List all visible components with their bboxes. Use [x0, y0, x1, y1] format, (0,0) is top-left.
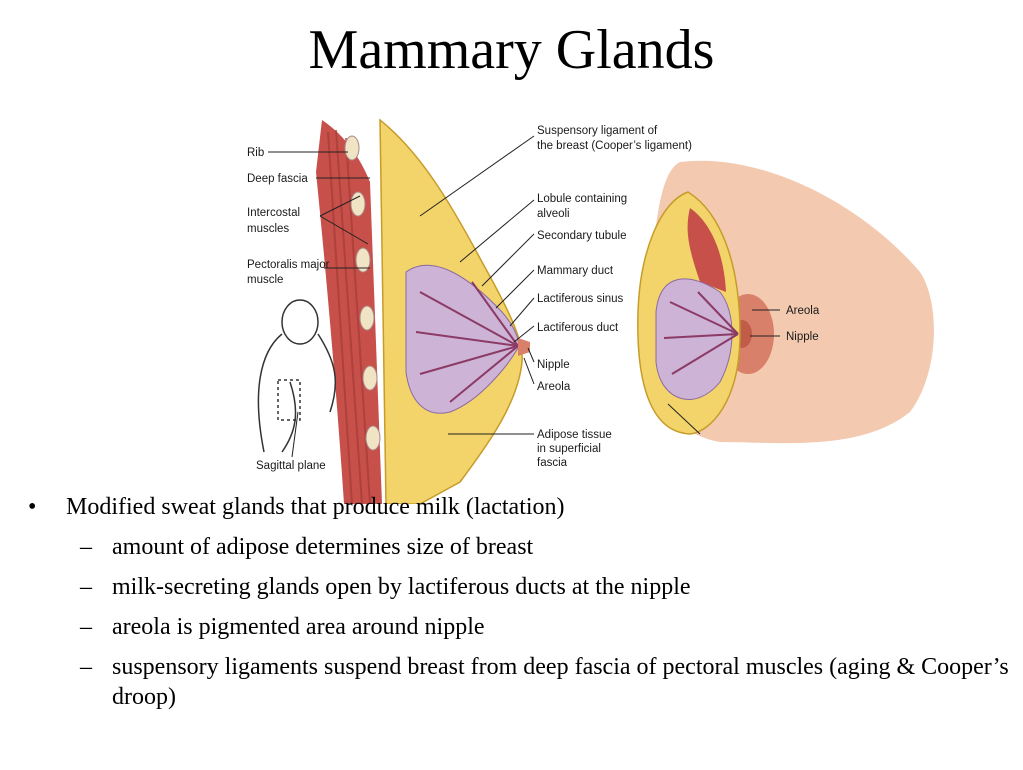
sub-bullet-text: suspensory ligaments suspend breast from… — [112, 654, 1009, 710]
bullet-text: Modified sweat glands that produce milk … — [66, 494, 565, 520]
sub-bullet-text: amount of adipose determines size of bre… — [112, 534, 534, 560]
sub-bullet-marker: – — [80, 614, 92, 640]
sub-bullet-item: – suspensory ligaments suspend breast fr… — [26, 652, 1016, 712]
label-adipose-3: fascia — [537, 457, 568, 469]
label-intercostal: Intercostal — [247, 207, 300, 219]
bullet-list: • Modified sweat glands that produce mil… — [26, 492, 1016, 712]
cutaway-ducts — [663, 291, 739, 375]
nipple-shape — [518, 338, 530, 356]
label-mammary-duct: Mammary duct — [537, 265, 614, 277]
lactiferous-ducts — [415, 281, 519, 403]
label-lobule-2: alveoli — [537, 208, 570, 220]
label-pectoralis: Pectoralis major — [247, 259, 330, 271]
label-lactiferous-sinus: Lactiferous sinus — [537, 293, 624, 305]
rib-shape — [355, 247, 371, 273]
rib-shape — [362, 365, 378, 391]
label-nipple: Nipple — [537, 359, 570, 371]
breast-anatomy-figure: Rib Deep fascia Intercostal muscles Pect… — [247, 118, 934, 504]
slide-title: Mammary Glands — [308, 19, 715, 81]
label-secondary-tubule: Secondary tubule — [537, 230, 627, 242]
label-adipose: Adipose tissue — [537, 429, 612, 441]
bullet-item: • Modified sweat glands that produce mil… — [26, 492, 1016, 522]
muscle-striations — [327, 129, 371, 504]
label-areola: Areola — [537, 381, 571, 393]
label-adipose-2: in superficial — [537, 443, 601, 455]
sagittal-silhouette — [257, 299, 337, 453]
rib-shape — [344, 135, 360, 161]
label-nipple-right: Nipple — [786, 331, 819, 343]
label-suspensory-2: the breast (Cooper’s ligament) — [537, 140, 692, 152]
label-lobule: Lobule containing — [537, 193, 627, 205]
cutaway-gland — [655, 278, 733, 400]
label-pectoralis-2: muscle — [247, 274, 283, 286]
bullet-marker: • — [28, 494, 37, 520]
label-lactiferous-duct: Lactiferous duct — [537, 322, 619, 334]
sub-bullet-text: areola is pigmented area around nipple — [112, 614, 485, 640]
rib-shape — [350, 191, 366, 217]
label-sagittal-plane: Sagittal plane — [256, 460, 326, 472]
sub-bullet-marker: – — [80, 574, 92, 600]
label-areola-right: Areola — [786, 305, 820, 317]
sub-bullet-item: – amount of adipose determines size of b… — [26, 532, 1016, 562]
label-intercostal-2: muscles — [247, 223, 289, 235]
sub-bullet-marker: – — [80, 534, 92, 560]
label-suspensory: Suspensory ligament of — [537, 125, 658, 137]
label-rib: Rib — [247, 147, 264, 159]
rib-shape — [365, 425, 381, 451]
label-deep-fascia: Deep fascia — [247, 173, 308, 185]
sub-bullet-marker: – — [80, 654, 92, 680]
cutaway-muscle — [687, 208, 726, 292]
sub-bullet-text: milk-secreting glands open by lactiferou… — [112, 574, 691, 600]
rib-shape — [359, 305, 375, 331]
sub-bullet-item: – areola is pigmented area around nipple — [26, 612, 1016, 642]
sub-bullet-item: – milk-secreting glands open by lactifer… — [26, 572, 1016, 602]
